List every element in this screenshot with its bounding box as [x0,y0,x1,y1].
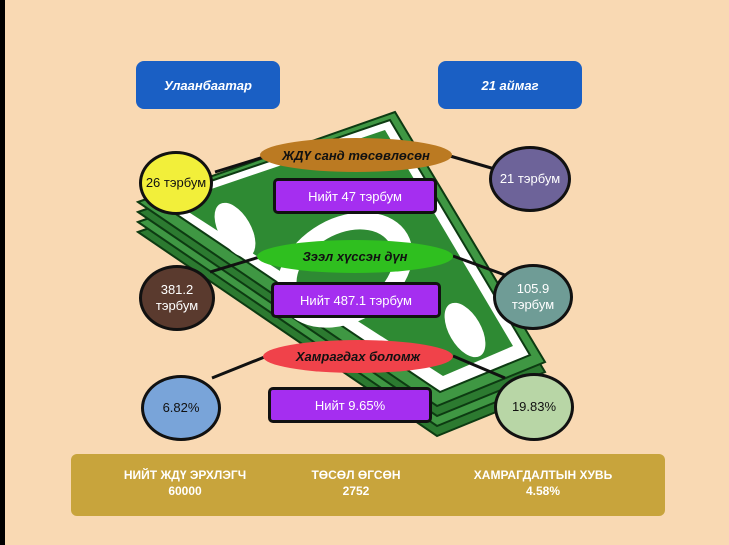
stat-value: 4.58% [525,483,561,498]
total-coverage: Нийт 9.65% [268,387,432,423]
footer-stats-bar: НИЙТ ЖДҮ ЭРХЛЭГЧ 60000 ТӨСӨЛ ӨГСӨН 2752 … [71,454,665,516]
value-coverage-ulaanbaatar: 6.82% [141,375,221,441]
total-budgeted: Нийт 47 тэрбум [273,178,437,214]
stat-total-sme: НИЙТ ЖДҮ ЭРХЛЭГЧ 60000 [85,468,285,499]
value-budgeted-aimag: 21 тэрбум [489,146,571,212]
header-21-aimag: 21 аймаг [438,61,582,109]
header-ulaanbaatar: Улаанбаатар [136,61,280,109]
stat-label: ХАМРАГДАЛТЫН ХУВЬ [473,468,613,482]
label-coverage-possible: Хамрагдах боломж [263,340,453,373]
total-loan-requested: Нийт 487.1 тэрбум [271,282,441,318]
stat-projects-submitted: ТӨСӨЛ ӨГСӨН 2752 [281,468,431,499]
stat-value: 60000 [168,483,202,498]
label-budgeted: ЖДҮ санд төсөвлөсөн [260,138,452,172]
stat-coverage-share: ХАМРАГДАЛТЫН ХУВЬ 4.58% [443,468,643,499]
stat-value: 2752 [342,483,370,498]
label-loan-requested: Зээл хүссэн дүн [257,240,453,273]
stat-label: НИЙТ ЖДҮ ЭРХЛЭГЧ [123,468,247,482]
stat-label: ТӨСӨЛ ӨГСӨН [311,468,401,482]
slide: Улаанбаатар 21 аймаг ЖДҮ санд төсөвлөсөн… [5,0,729,545]
value-coverage-aimag: 19.83% [494,373,574,441]
value-budgeted-ulaanbaatar: 26 тэрбум [139,151,213,215]
value-loan-aimag: 105.9 тэрбум [493,264,573,330]
value-loan-ulaanbaatar: 381.2 тэрбум [139,265,215,331]
